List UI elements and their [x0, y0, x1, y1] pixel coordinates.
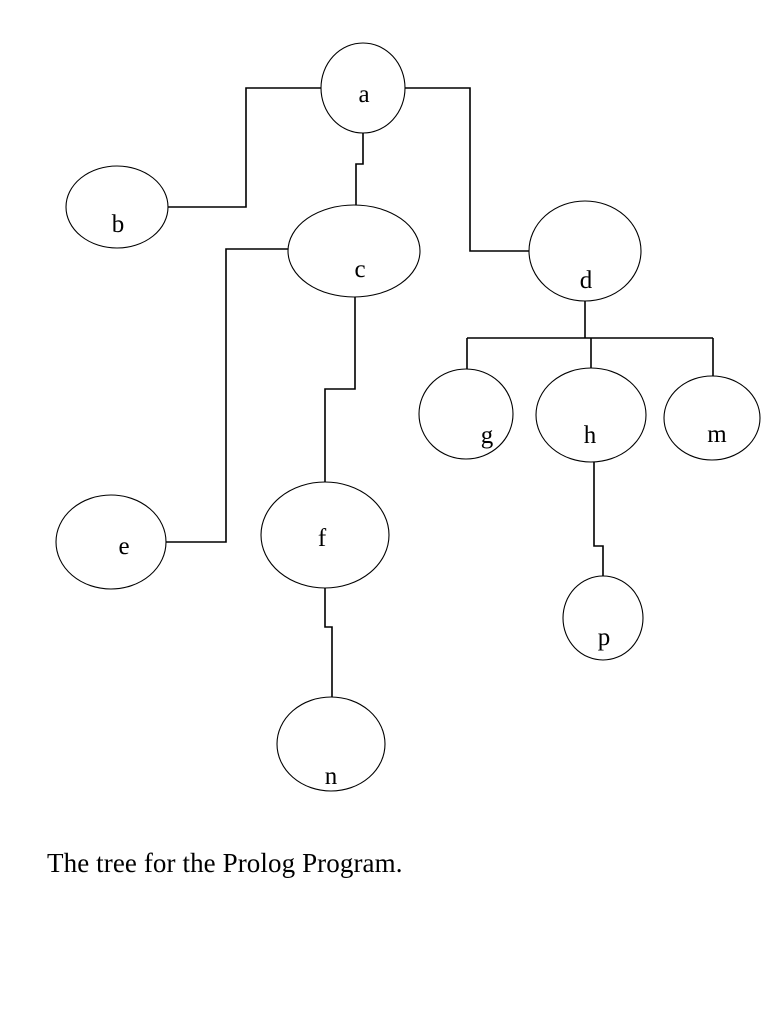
- tree-node-b[interactable]: b: [65, 165, 169, 249]
- tree-node-g[interactable]: g: [418, 368, 514, 460]
- tree-node-c[interactable]: c: [287, 204, 421, 298]
- edge-a-b: [168, 87, 321, 208]
- node-ellipse-c: [287, 204, 421, 298]
- node-label-a: a: [358, 81, 369, 108]
- node-ellipse-n: [276, 696, 386, 792]
- edge-a-d: [405, 87, 529, 252]
- tree-node-m[interactable]: m: [663, 375, 761, 461]
- edge-f-n: [324, 588, 333, 698]
- node-ellipse-d: [528, 200, 642, 302]
- tree-node-a[interactable]: a: [320, 42, 406, 134]
- edge-c-e: [166, 248, 288, 543]
- tree-node-n[interactable]: n: [276, 696, 386, 792]
- node-ellipse-g: [418, 368, 514, 460]
- node-label-b: b: [112, 211, 125, 238]
- node-label-f: f: [318, 525, 327, 552]
- node-ellipse-a: [320, 42, 406, 134]
- node-ellipse-f: [260, 481, 390, 589]
- edge-d-g: [466, 337, 713, 371]
- tree-node-p[interactable]: p: [562, 575, 644, 661]
- node-ellipse-p: [562, 575, 644, 661]
- node-ellipse-h: [535, 367, 647, 463]
- node-ellipse-m: [663, 375, 761, 461]
- node-label-d: d: [580, 267, 593, 294]
- nodes-layer: a b c d e f g h m n p: [55, 42, 761, 792]
- node-label-n: n: [325, 763, 338, 790]
- tree-node-e[interactable]: e: [55, 494, 167, 590]
- node-label-m: m: [707, 421, 727, 448]
- node-ellipse-b: [65, 165, 169, 249]
- node-label-p: p: [598, 624, 611, 651]
- edges-layer: [166, 87, 714, 698]
- edge-c-f: [324, 297, 356, 482]
- node-ellipse-e: [55, 494, 167, 590]
- node-label-e: e: [118, 533, 129, 560]
- edge-a-c: [355, 133, 364, 206]
- node-label-g: g: [481, 422, 494, 449]
- tree-node-f[interactable]: f: [260, 481, 390, 589]
- node-label-h: h: [584, 422, 597, 449]
- tree-node-h[interactable]: h: [535, 367, 647, 463]
- tree-node-d[interactable]: d: [528, 200, 642, 302]
- figure-caption: The tree for the Prolog Program.: [47, 848, 403, 878]
- node-label-c: c: [354, 256, 365, 283]
